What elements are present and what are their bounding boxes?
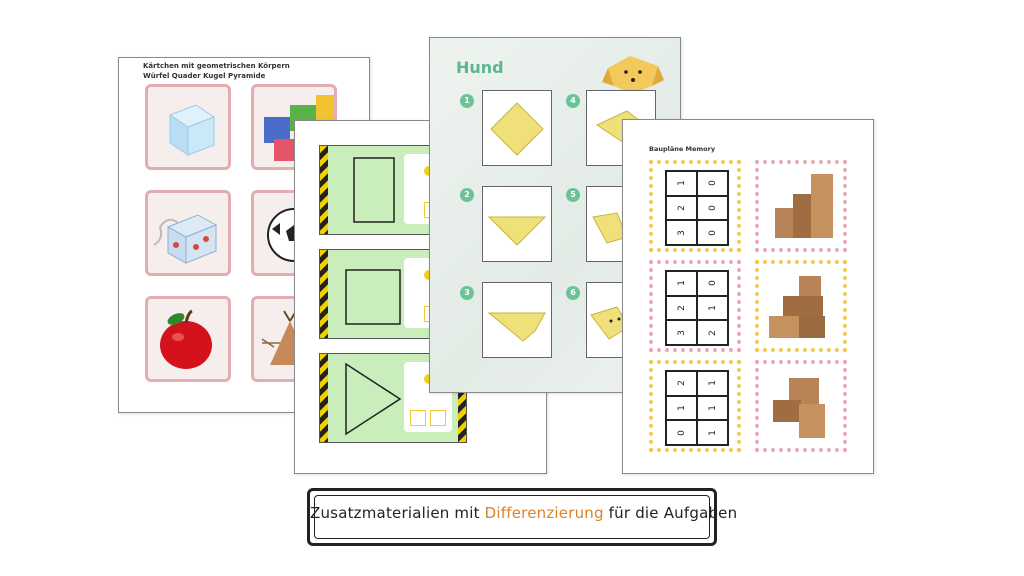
- step-3: [482, 282, 552, 358]
- step-number: 6: [566, 286, 580, 300]
- memory-title: Baupläne Memory: [649, 145, 716, 153]
- sheet-title: Kärtchen mit geometrischen Körpern: [143, 62, 290, 70]
- caption-highlight: Differenzierung: [484, 504, 604, 522]
- step-number: 2: [460, 188, 474, 202]
- triangle-shape: [345, 362, 402, 436]
- answer-box: [430, 410, 446, 426]
- square-shape: [345, 269, 401, 325]
- ice-cube-icon: [168, 104, 216, 156]
- memory-card-cubes-2: [755, 260, 847, 352]
- rectangle-shape: [353, 157, 395, 223]
- card-ice-cube: [145, 84, 231, 170]
- step-number: 3: [460, 286, 474, 300]
- wooden-cubes-icon: [775, 174, 833, 238]
- step-1: [482, 90, 552, 166]
- wooden-cubes-icon: [773, 378, 825, 438]
- step-2: [482, 186, 552, 262]
- step-number: 1: [460, 94, 474, 108]
- step-number: 4: [566, 94, 580, 108]
- apple-icon: [160, 309, 212, 369]
- origami-dog-icon: [602, 56, 664, 94]
- sheet-subtitle: Würfel Quader Kugel Pyramide: [143, 72, 266, 80]
- answer-box: [410, 410, 426, 426]
- memory-card-cubes-1: [755, 160, 847, 252]
- origami-title: Hund: [456, 58, 504, 77]
- caption-banner: Zusatzmaterialien mit Differenzierung fü…: [307, 488, 738, 546]
- memory-card-cubes-3: [755, 360, 847, 452]
- caption-text: Zusatzmaterialien mit Differenzierung fü…: [310, 504, 738, 522]
- step-number: 5: [566, 188, 580, 202]
- wooden-cubes-icon: [769, 276, 825, 338]
- tissue-box-icon: [153, 214, 218, 264]
- card-apple: [145, 296, 231, 382]
- toy-blocks-icon: [264, 95, 334, 161]
- card-tissue-box: [145, 190, 231, 276]
